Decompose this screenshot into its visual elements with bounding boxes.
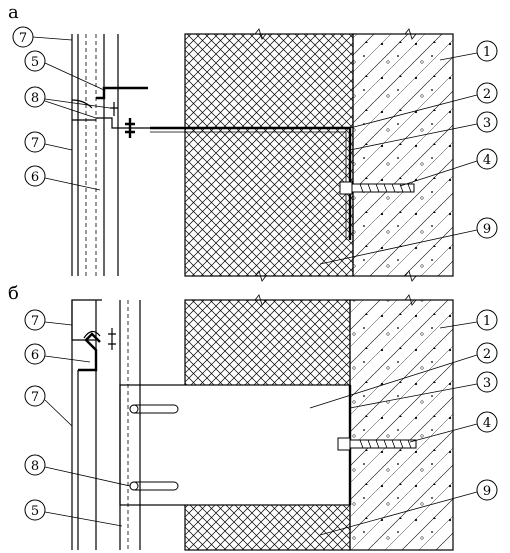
callout-b-7-mid: 7 <box>24 385 73 427</box>
svg-text:4: 4 <box>483 153 491 168</box>
callout-b-6: 6 <box>24 343 91 365</box>
callout-a-8: 8 <box>24 86 111 119</box>
break-mark <box>254 28 267 40</box>
callout-a-4: 4 <box>399 148 498 187</box>
svg-text:7: 7 <box>31 390 39 405</box>
callout-a-2: 2 <box>349 82 498 129</box>
break-mark <box>404 270 417 282</box>
svg-text:6: 6 <box>31 348 39 363</box>
svg-text:9: 9 <box>483 222 491 237</box>
svg-text:6: 6 <box>31 170 39 185</box>
break-mark <box>404 28 417 40</box>
section-a-label: а <box>8 2 19 23</box>
svg-text:3: 3 <box>483 116 491 131</box>
section-a: а <box>8 2 498 282</box>
callout-a-7-top: 7 <box>12 26 73 48</box>
section-b: б <box>8 283 498 551</box>
break-mark <box>404 294 417 306</box>
callout-b-1: 1 <box>439 309 498 331</box>
svg-text:1: 1 <box>483 314 491 329</box>
anchor-bolt-a <box>339 181 415 195</box>
section-b-label: б <box>8 283 19 304</box>
svg-text:2: 2 <box>483 87 491 102</box>
svg-text:7: 7 <box>19 31 27 46</box>
slotted-fastener-upper <box>129 404 179 414</box>
svg-text:2: 2 <box>483 347 491 362</box>
callout-a-5: 5 <box>24 50 105 91</box>
slotted-fastener-lower <box>129 481 179 491</box>
bracket-a-inner <box>150 131 347 240</box>
svg-text:1: 1 <box>483 45 491 60</box>
anchor-bolt-b <box>337 437 417 451</box>
break-mark <box>254 270 267 282</box>
callout-a-6: 6 <box>24 165 101 191</box>
callout-a-7-mid: 7 <box>24 131 73 153</box>
svg-text:7: 7 <box>31 314 39 329</box>
callout-b-7-top: 7 <box>24 309 73 331</box>
svg-text:8: 8 <box>31 459 39 474</box>
callout-b-5: 5 <box>24 499 123 527</box>
callout-a-9: 9 <box>319 217 498 265</box>
callout-b-4: 4 <box>409 411 498 443</box>
concrete-wall-a <box>352 33 454 277</box>
callout-b-9: 9 <box>319 479 498 536</box>
callout-b-2: 2 <box>309 342 498 409</box>
concrete-wall-b <box>349 299 454 551</box>
facade-panel-stack-a <box>71 34 150 276</box>
svg-text:3: 3 <box>483 376 491 391</box>
callout-a-1: 1 <box>439 40 498 62</box>
svg-text:5: 5 <box>31 504 39 519</box>
callout-b-8: 8 <box>24 454 131 487</box>
svg-text:5: 5 <box>31 55 39 70</box>
svg-text:9: 9 <box>483 484 491 499</box>
svg-text:4: 4 <box>483 416 491 431</box>
callout-a-3: 3 <box>349 111 498 151</box>
svg-text:8: 8 <box>31 91 39 106</box>
facade-panel-stack-b <box>71 299 141 550</box>
callout-b-3: 3 <box>349 371 498 409</box>
break-mark <box>254 294 267 306</box>
svg-text:7: 7 <box>31 136 39 151</box>
insulation-layer-a <box>184 33 354 277</box>
